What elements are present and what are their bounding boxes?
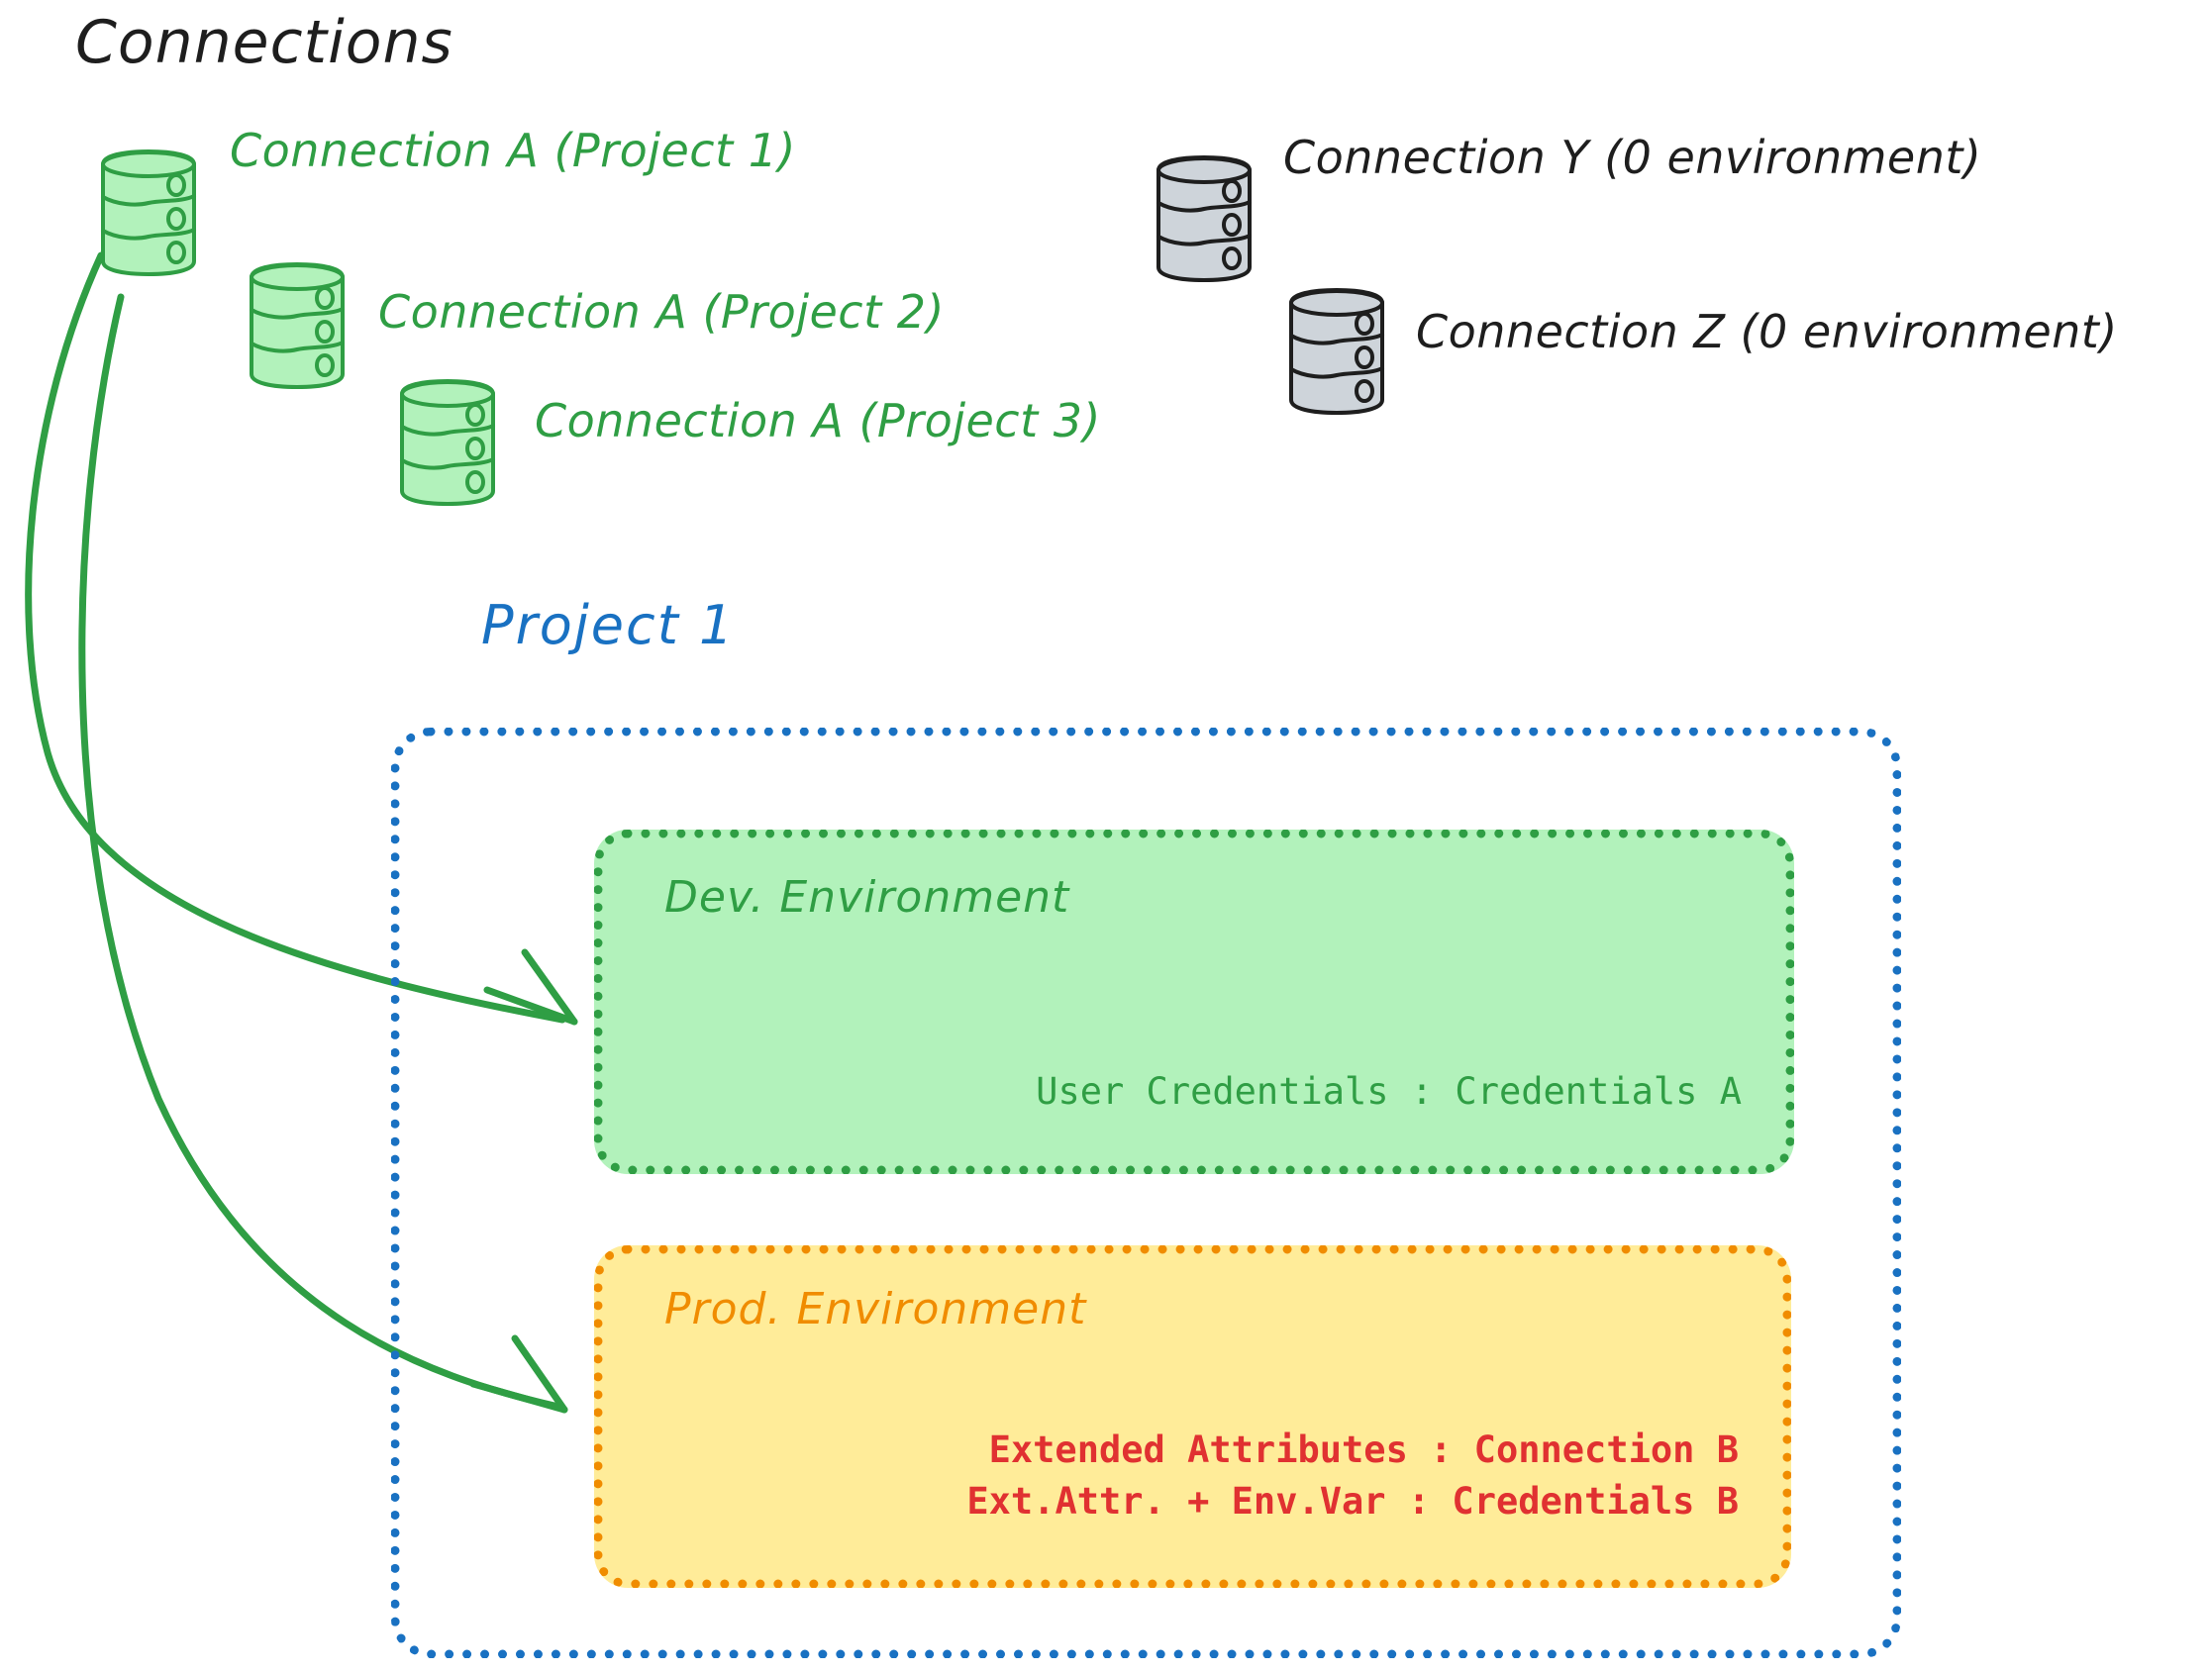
connection-label-a-project-2: Connection A (Project 2) bbox=[378, 285, 945, 339]
dev-environment-row-0: User Credentials : Credentials A bbox=[1036, 1070, 1742, 1113]
prod-environment-row-0: Extended Attributes : Connection B bbox=[988, 1428, 1739, 1471]
prod-environment-title: Prod. Environment bbox=[664, 1284, 1087, 1334]
database-icon-connection-a-project-3[interactable] bbox=[396, 378, 499, 507]
project-container bbox=[391, 728, 1901, 1658]
connection-label-y: Connection Y (0 environment) bbox=[1283, 131, 1982, 184]
database-icon-connection-y[interactable] bbox=[1153, 154, 1256, 283]
database-icon-connection-a-project-2[interactable] bbox=[246, 261, 349, 390]
prod-environment-box: Prod. Environment Extended Attributes : … bbox=[594, 1245, 1791, 1588]
database-icon-connection-a-project-1[interactable] bbox=[97, 148, 200, 277]
page-title: Connections bbox=[75, 8, 453, 77]
dev-environment-title: Dev. Environment bbox=[664, 872, 1070, 923]
dev-environment-box: Dev. Environment User Credentials : Cred… bbox=[594, 830, 1794, 1174]
connection-label-a-project-3: Connection A (Project 3) bbox=[535, 394, 1101, 447]
database-icon-connection-z[interactable] bbox=[1285, 287, 1388, 416]
project-title: Project 1 bbox=[481, 594, 736, 656]
connection-label-a-project-1: Connection A (Project 1) bbox=[230, 124, 796, 177]
prod-environment-row-1: Ext.Attr. + Env.Var : Credentials B bbox=[966, 1480, 1739, 1523]
connection-label-z: Connection Z (0 environment) bbox=[1416, 305, 2118, 358]
